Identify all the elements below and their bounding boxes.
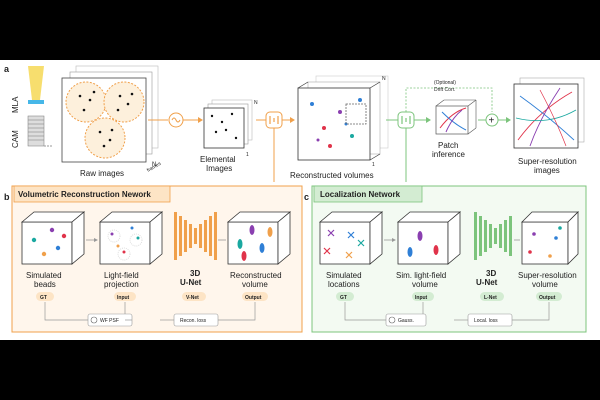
lf-projection-label-2: projection: [104, 280, 139, 289]
recon-volume-label-2: volume: [242, 280, 268, 289]
lenslet-image: [65, 81, 107, 123]
elemental-1: 1: [246, 152, 249, 158]
cam-label: CAM: [11, 130, 20, 148]
sim-beads-label-2: beads: [34, 280, 56, 289]
sum-plus: +: [489, 116, 495, 127]
elemental-n: N: [254, 100, 258, 106]
sim-lf-label-1: Sim. light-field: [396, 271, 446, 280]
tag-gt: [36, 292, 54, 301]
raw-images-label: Raw images: [80, 169, 124, 178]
sim-beads-cube: Simulated beads: [20, 211, 86, 289]
panel-b-title-bar: [13, 185, 171, 203]
recon-1: 1: [372, 162, 375, 168]
elemental-image-frame: [203, 107, 245, 149]
tag-gt-text: GT: [40, 295, 47, 301]
reconstructed-volumes-stack: Reconstructed volumes N 1: [290, 75, 389, 180]
elemental-label-2: Images: [206, 164, 232, 173]
tag-gt-c: [336, 292, 354, 301]
microscope-schematic: MLA CAM: [11, 66, 52, 148]
elemental-images-stack: Elemental Images N 1: [200, 99, 258, 173]
recon-volume-cube: Reconstructed volume: [226, 211, 292, 289]
tag-gt-c-text: GT: [340, 295, 347, 301]
tag-lnet: [480, 292, 504, 301]
frames-n: N: [152, 162, 156, 168]
sr-label-2: images: [534, 166, 560, 175]
raw-images-stack: Raw images N frames: [61, 65, 163, 178]
sr-label-1: Super-resolution: [518, 157, 577, 166]
sim-beads-label-1: Simulated: [26, 271, 62, 280]
sim-lf-volume-cube: Sim. light-field volume: [396, 211, 462, 289]
recon-loss-label: Recon. loss: [180, 318, 207, 324]
tag-vnet-text: V-Net: [186, 295, 199, 301]
psf-icon: [90, 316, 98, 324]
tag-vnet: [182, 292, 206, 301]
super-resolution-images: Super-resolution images: [513, 77, 585, 175]
patch-label-2: inference: [432, 150, 465, 159]
lf-projection-cube: Light-field projection: [98, 211, 164, 289]
elemental-label-1: Elemental: [200, 155, 236, 164]
tag-output: [242, 292, 268, 301]
tag-output-c-text: Output: [539, 295, 556, 301]
sim-locations-label-1: Simulated: [326, 271, 362, 280]
tag-input-c: [412, 292, 434, 301]
local-loss-label: Local. loss: [474, 318, 498, 324]
drift-label-2: Drift Corr.: [434, 87, 455, 93]
reconstructed-label: Reconstructed volumes: [290, 171, 374, 180]
lenslet: [29, 100, 33, 104]
mla-label: MLA: [11, 96, 20, 113]
tag-output-text: Output: [245, 295, 262, 301]
panel-a-label: a: [4, 64, 10, 74]
lenslet: [39, 100, 43, 104]
lenslet-image: [84, 117, 126, 159]
tag-lnet-text: L-Net: [484, 295, 497, 301]
light-beam: [28, 66, 44, 100]
gauss-icon: [388, 316, 396, 324]
lf-projection-label-1: Light-field: [104, 271, 139, 280]
panel-c-title: Localization Network: [320, 190, 401, 199]
panel-b-title: Volumetric Reconstruction Nework: [18, 190, 151, 199]
lenslet-image: [103, 81, 145, 123]
sim-lf-label-2: volume: [412, 280, 438, 289]
vnet-unet: U-Net: [180, 278, 202, 287]
sr-volume-label-1: Super-resolution: [518, 271, 577, 280]
lnet-unet: U-Net: [476, 278, 498, 287]
patch-label-1: Patch: [438, 141, 458, 150]
gauss-box: [385, 313, 427, 327]
sim-locations-label-2: locations: [328, 280, 360, 289]
vnet-bars: 3D U-Net: [174, 212, 217, 287]
drift-label-1: (Optional): [434, 80, 456, 86]
psf-label: WF PSF: [100, 318, 119, 324]
drift-loop: [405, 87, 493, 112]
sim-locations-cube: Simulated locations: [318, 211, 384, 289]
patch-inference-cube: Patch inference: [432, 99, 477, 159]
panel-c-label: c: [304, 192, 309, 202]
patch-box: [345, 103, 367, 125]
sr-volume-label-2: volume: [532, 280, 558, 289]
vnet-3d: 3D: [190, 269, 200, 278]
lnet-3d: 3D: [486, 269, 496, 278]
panel-b-label: b: [4, 192, 10, 202]
panel-c-title-bar: [313, 185, 423, 203]
tag-input-c-text: Input: [415, 295, 428, 301]
tag-input-text: Input: [117, 295, 130, 301]
lenslet: [34, 100, 38, 104]
camera-body: [27, 115, 45, 147]
recon-volume-label-1: Reconstructed: [230, 271, 282, 280]
tag-output-c: [536, 292, 562, 301]
recon-n: N: [382, 76, 386, 82]
gauss-label: Gauss.: [398, 318, 414, 324]
tag-input: [114, 292, 136, 301]
sr-volume-cube: Super-resolution volume: [518, 211, 579, 289]
lnet-bars: 3D U-Net: [474, 212, 512, 287]
